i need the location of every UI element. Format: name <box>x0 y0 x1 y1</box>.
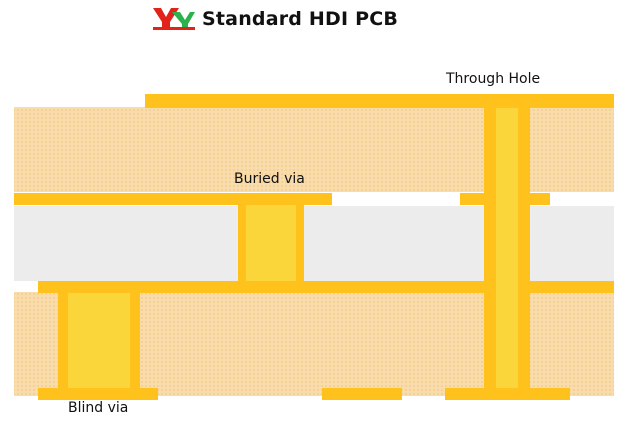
top-copper-layer <box>145 94 614 108</box>
page-title: Standard HDI PCB <box>202 8 399 30</box>
bottom-pad-middle <box>322 388 402 400</box>
inner-copper-2 <box>38 281 614 293</box>
through-hole-fill <box>496 108 518 388</box>
brand-logo-icon <box>152 6 196 32</box>
buried-via-fill <box>246 205 296 281</box>
inner-copper-1 <box>14 193 240 205</box>
buried-via-label: Buried via <box>234 171 305 187</box>
through-hole-label: Through Hole <box>446 71 541 87</box>
blind-via-label: Blind via <box>68 400 129 416</box>
inner-copper-1-pad-c <box>530 193 550 205</box>
blind-via-fill <box>68 293 130 388</box>
inner-copper-1-pad-b <box>460 193 484 205</box>
header: Standard HDI PCB <box>152 5 398 33</box>
inner-copper-1-pad-a <box>302 193 332 205</box>
